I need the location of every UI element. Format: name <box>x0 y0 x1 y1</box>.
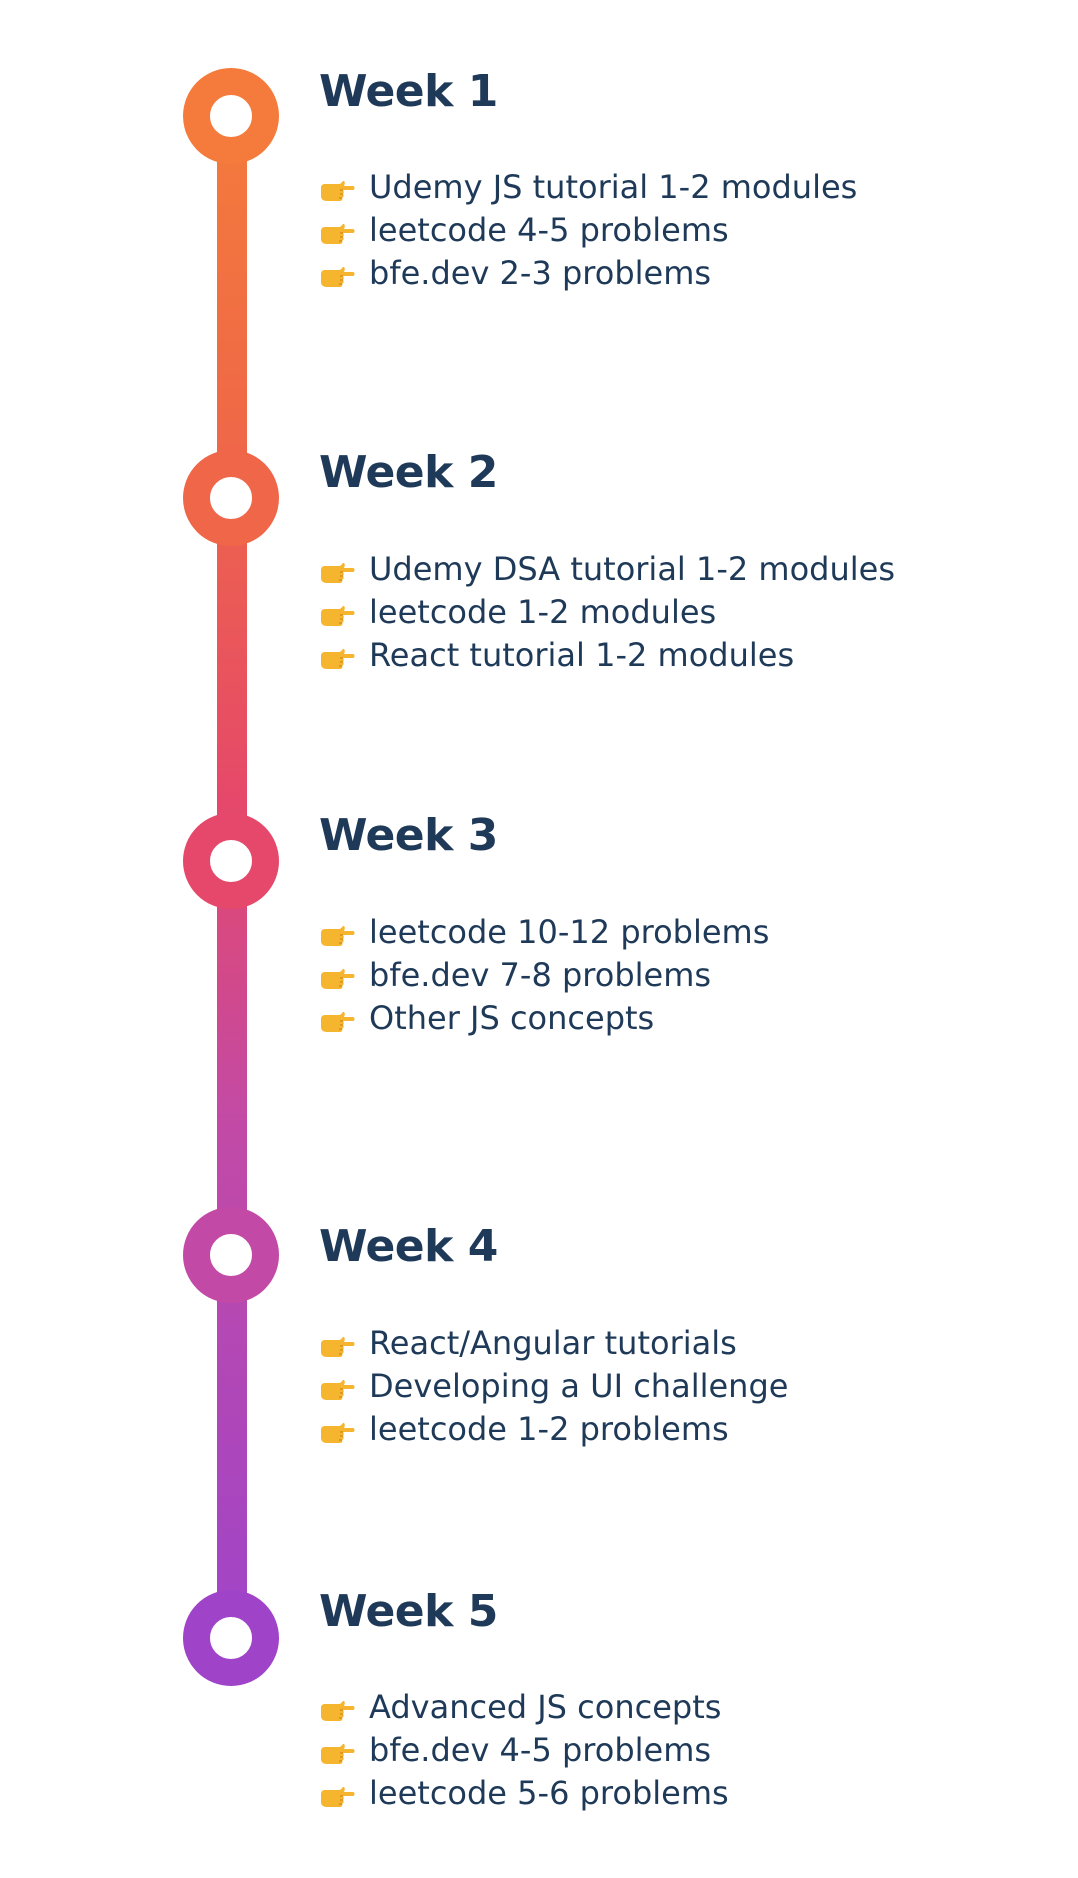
pointing-hand-icon <box>319 260 355 287</box>
pointing-hand-icon <box>319 1737 355 1764</box>
pointing-hand-icon <box>319 599 355 626</box>
week-5-task-list: Advanced JS concepts bfe.dev 4-5 problem… <box>319 1685 729 1814</box>
task-label: Advanced JS concepts <box>369 1687 722 1726</box>
pointing-hand-icon <box>319 1373 355 1400</box>
list-item: React tutorial 1-2 modules <box>319 633 895 676</box>
pointing-hand-icon <box>319 174 355 201</box>
task-label: Other JS concepts <box>369 998 655 1037</box>
week-4-title: Week 4 <box>319 1221 498 1272</box>
timeline-node-week-1 <box>183 68 279 164</box>
task-label: bfe.dev 4-5 problems <box>369 1730 712 1769</box>
pointing-hand-icon <box>319 217 355 244</box>
task-label: React/Angular tutorials <box>369 1323 737 1362</box>
task-label: leetcode 10-12 problems <box>369 912 770 951</box>
list-item: Other JS concepts <box>319 996 769 1039</box>
week-1-title: Week 1 <box>319 66 498 117</box>
timeline-node-week-3 <box>183 813 279 909</box>
pointing-hand-icon <box>319 642 355 669</box>
pointing-hand-icon <box>319 1694 355 1721</box>
timeline-node-week-4 <box>183 1207 279 1303</box>
list-item: React/Angular tutorials <box>319 1321 788 1364</box>
pointing-hand-icon <box>319 919 355 946</box>
task-label: leetcode 5-6 problems <box>369 1773 729 1812</box>
list-item: bfe.dev 2-3 problems <box>319 251 857 294</box>
week-1-task-list: Udemy JS tutorial 1-2 modules leetcode 4… <box>319 165 857 294</box>
list-item: Udemy JS tutorial 1-2 modules <box>319 165 857 208</box>
list-item: leetcode 1-2 modules <box>319 590 895 633</box>
list-item: Developing a UI challenge <box>319 1364 788 1407</box>
task-label: Udemy DSA tutorial 1-2 modules <box>369 549 896 588</box>
pointing-hand-icon <box>319 1330 355 1357</box>
list-item: leetcode 5-6 problems <box>319 1771 729 1814</box>
task-label: Developing a UI challenge <box>369 1366 789 1405</box>
timeline-node-week-2 <box>183 450 279 546</box>
list-item: leetcode 10-12 problems <box>319 910 769 953</box>
task-label: leetcode 1-2 modules <box>369 592 717 631</box>
week-3-task-list: leetcode 10-12 problems bfe.dev 7-8 prob… <box>319 910 769 1039</box>
week-2-task-list: Udemy DSA tutorial 1-2 modules leetcode … <box>319 547 895 676</box>
pointing-hand-icon <box>319 1416 355 1443</box>
pointing-hand-icon <box>319 962 355 989</box>
week-4-task-list: React/Angular tutorials Developing a UI … <box>319 1321 788 1450</box>
list-item: Advanced JS concepts <box>319 1685 729 1728</box>
pointing-hand-icon <box>319 1005 355 1032</box>
week-5-title: Week 5 <box>319 1586 498 1637</box>
task-label: bfe.dev 7-8 problems <box>369 955 712 994</box>
list-item: leetcode 4-5 problems <box>319 208 857 251</box>
pointing-hand-icon <box>319 556 355 583</box>
task-label: React tutorial 1-2 modules <box>369 635 795 674</box>
pointing-hand-icon <box>319 1780 355 1807</box>
week-3-title: Week 3 <box>319 810 498 861</box>
list-item: bfe.dev 7-8 problems <box>319 953 769 996</box>
list-item: Udemy DSA tutorial 1-2 modules <box>319 547 895 590</box>
task-label: leetcode 1-2 problems <box>369 1409 729 1448</box>
week-2-title: Week 2 <box>319 447 498 498</box>
task-label: bfe.dev 2-3 problems <box>369 253 712 292</box>
task-label: leetcode 4-5 problems <box>369 210 729 249</box>
list-item: leetcode 1-2 problems <box>319 1407 788 1450</box>
task-label: Udemy JS tutorial 1-2 modules <box>369 167 858 206</box>
list-item: bfe.dev 4-5 problems <box>319 1728 729 1771</box>
timeline-node-week-5 <box>183 1590 279 1686</box>
